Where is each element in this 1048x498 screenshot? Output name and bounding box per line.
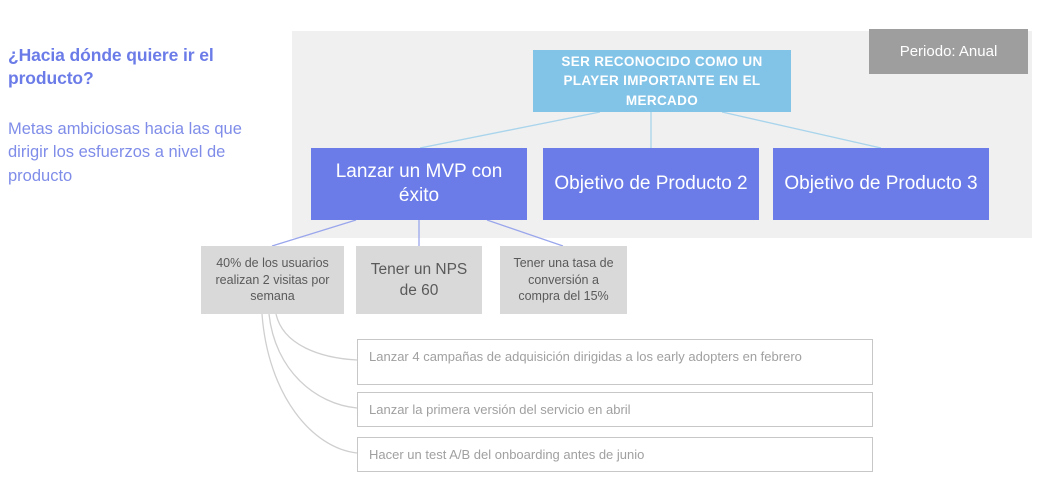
- key-result-box-1[interactable]: 40% de los usuarios realizan 2 visitas p…: [201, 246, 344, 314]
- connector-kr-initiative-3: [261, 313, 358, 454]
- period-badge[interactable]: Periodo: Anual: [869, 29, 1028, 74]
- connector-kr-initiative-1: [275, 313, 358, 361]
- initiative-row-3[interactable]: Hacer un test A/B del onboarding antes d…: [357, 437, 873, 472]
- objective-box-1[interactable]: Lanzar un MVP con éxito: [311, 148, 527, 220]
- initiative-row-2[interactable]: Lanzar la primera versión del servicio e…: [357, 392, 873, 427]
- left-description-column: ¿Hacia dónde quiere ir el producto? Meta…: [8, 44, 276, 189]
- connector-kr-initiative-2: [268, 313, 358, 409]
- key-result-box-3[interactable]: Tener una tasa de conversión a compra de…: [500, 246, 627, 314]
- initiative-row-1[interactable]: Lanzar 4 campañas de adquisición dirigid…: [357, 339, 873, 385]
- page-title: ¿Hacia dónde quiere ir el producto?: [8, 45, 214, 89]
- vision-box[interactable]: SER RECONOCIDO COMO UN PLAYER IMPORTANTE…: [533, 50, 791, 112]
- objective-box-3[interactable]: Objetivo de Producto 3: [773, 148, 989, 220]
- page-subtitle: Metas ambiciosas hacia las que dirigir l…: [8, 119, 242, 186]
- objective-box-2[interactable]: Objetivo de Producto 2: [543, 148, 759, 220]
- key-result-box-2[interactable]: Tener un NPS de 60: [356, 246, 482, 314]
